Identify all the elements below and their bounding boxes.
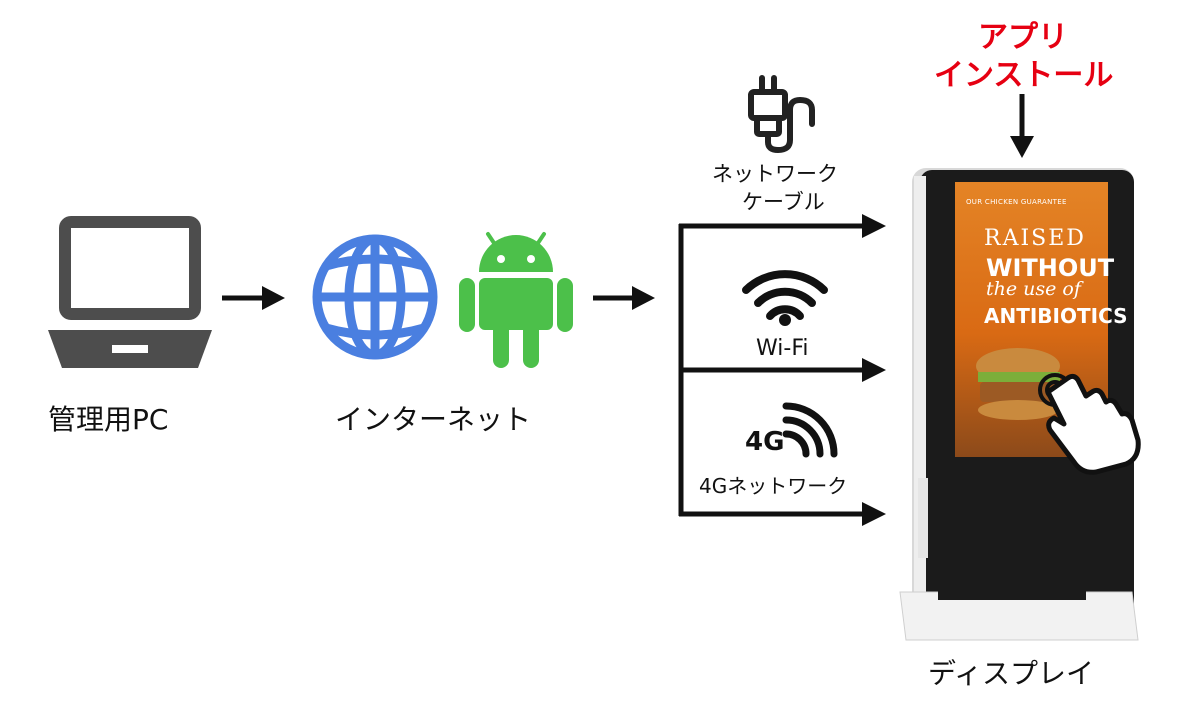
ad-guarantee-text: OUR CHICKEN GUARANTEE <box>966 198 1067 206</box>
arrow-pc-to-internet <box>222 286 285 310</box>
laptop-icon <box>48 222 212 368</box>
ad-raised-text: RAISED <box>984 226 1086 251</box>
4g-network-label: 4Gネットワーク <box>699 470 847 499</box>
callout-install-label: インストール <box>934 50 1113 94</box>
arrow-head-wifi <box>862 358 886 382</box>
4g-badge: 4G <box>745 427 784 457</box>
wifi-icon-dot <box>779 314 791 326</box>
pc-label: 管理用PC <box>48 398 168 438</box>
display-label: ディスプレイ <box>928 652 1094 692</box>
arrow-internet-to-network <box>593 286 655 310</box>
internet-label: インターネット <box>335 398 531 438</box>
arrow-callout-to-display <box>1010 94 1034 158</box>
android-icon <box>459 234 573 368</box>
ethernet-cable-icon <box>751 78 812 150</box>
wifi-label: Wi-Fi <box>756 336 809 361</box>
arrow-head-cable <box>862 214 886 238</box>
ad-antibiotics-text: ANTIBIOTICS <box>984 304 1128 328</box>
wifi-icon <box>746 274 824 316</box>
globe-icon <box>317 239 433 355</box>
cable-label-line1: ネットワーク <box>712 158 838 188</box>
arrow-head-4g <box>862 502 886 526</box>
cable-label-line2: ケーブル <box>742 186 825 216</box>
ad-the-use-of-text: the use of <box>986 278 1081 300</box>
4g-signal-icon <box>786 406 834 454</box>
